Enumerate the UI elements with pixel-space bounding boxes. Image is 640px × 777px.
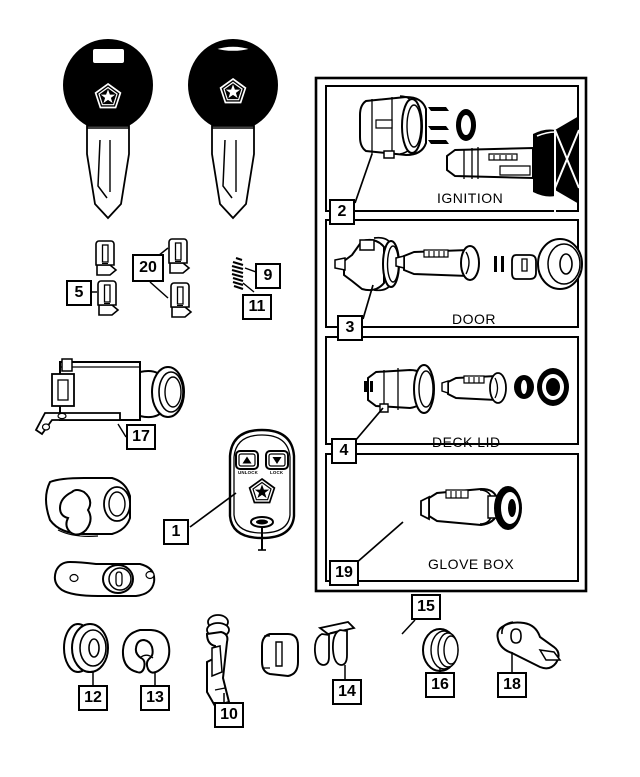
key-blank-2 (188, 39, 278, 220)
callout-12[interactable]: 12 (78, 685, 108, 711)
panel-borders (314, 76, 588, 593)
callout-19[interactable]: 19 (329, 560, 359, 586)
callout-9[interactable]: 9 (255, 263, 281, 289)
lock-tumbler-upper-left (95, 240, 117, 276)
callout-16[interactable]: 16 (425, 672, 455, 698)
callout-2[interactable]: 2 (329, 199, 355, 225)
key-blank-1 (63, 39, 153, 220)
callout-10[interactable]: 10 (214, 702, 244, 728)
fob-lock-label: LOCK (270, 470, 284, 475)
deck-lid-parts (364, 364, 569, 414)
lock-cylinder-bezel (63, 623, 109, 673)
callout-14[interactable]: 14 (332, 679, 362, 705)
callout-11[interactable]: 11 (242, 294, 272, 320)
fob-unlock-label: UNLOCK (238, 470, 258, 475)
retaining-clip (121, 629, 171, 674)
ignition-parts (359, 95, 580, 218)
ignition-lock-housing-assembly (34, 358, 185, 436)
lock-cylinder-face-plate (45, 477, 131, 537)
callout-17[interactable]: 17 (126, 424, 156, 450)
callout-15[interactable]: 15 (411, 594, 441, 620)
lock-cam (261, 633, 299, 678)
callout-18[interactable]: 18 (497, 672, 527, 698)
callout-13[interactable]: 13 (140, 685, 170, 711)
door-lock-link-rod (205, 614, 231, 708)
callout-3[interactable]: 3 (337, 315, 363, 341)
panel-label-door: DOOR (452, 311, 496, 327)
callout-5[interactable]: 5 (66, 280, 92, 306)
coil-spring (422, 628, 459, 672)
lock-spring-small (231, 257, 244, 291)
lock-lever-bracket (496, 621, 562, 670)
glove-box-parts (420, 486, 522, 530)
lock-tumbler-upper-right (168, 238, 190, 274)
callout-20[interactable]: 20 (132, 254, 164, 282)
u-clip-retainer (313, 621, 356, 666)
key-fob-body (228, 428, 296, 551)
callout-4[interactable]: 4 (331, 438, 357, 464)
door-parts (334, 236, 583, 292)
lock-tumbler-right (170, 282, 192, 318)
panel-label-deck-lid: DECK LID (432, 434, 501, 450)
callout-1[interactable]: 1 (163, 519, 189, 545)
panel-label-ignition: IGNITION (437, 190, 504, 206)
panel-label-glove-box: GLOVE BOX (428, 556, 515, 572)
lock-tumbler-left (97, 280, 119, 316)
oval-lock-escutcheon (53, 560, 156, 597)
